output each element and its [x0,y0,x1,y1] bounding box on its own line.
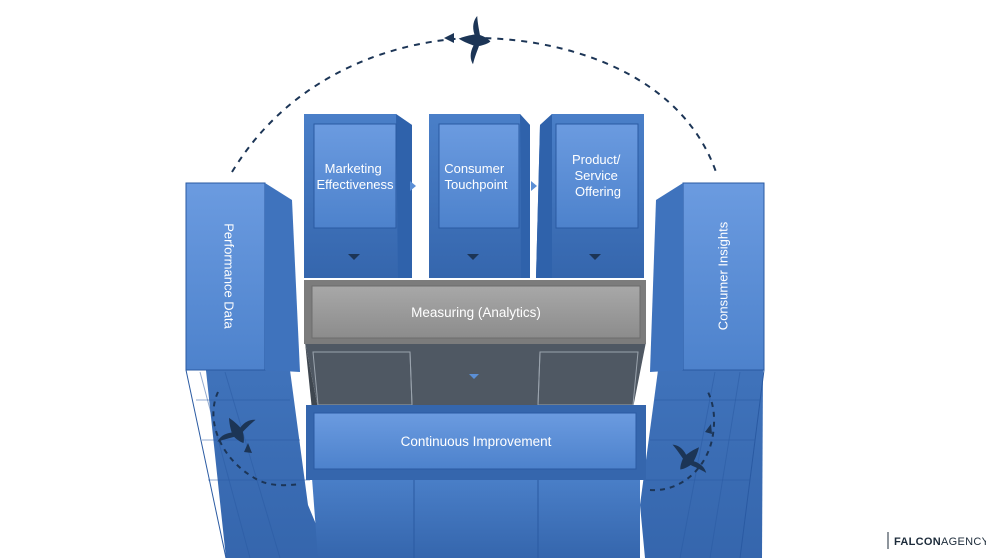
arrow-right-icon [410,181,416,191]
pillar-right [640,182,765,558]
pillar-left [185,182,330,558]
arc-arrowhead-icon [444,33,454,43]
improvement-band [306,405,646,480]
arrow-right-icon [531,181,537,191]
improvement-band-label: Continuous Improvement [401,434,552,449]
analytics-inner-block [305,342,646,410]
pillar-left-label: Performance Data [222,223,237,329]
svg-text:FALCONAGENCY: FALCONAGENCY [894,536,986,548]
base-block [312,478,640,558]
falcon-icon [456,14,493,66]
brand-logo: FALCONAGENCY [887,532,986,549]
brand-name-bold: FALCON [894,536,941,548]
right-dashed-loop [649,391,716,492]
column-consumer-label: Consumer Touchpoint [444,161,508,192]
analytics-band-label: Measuring (Analytics) [411,305,541,320]
arrow-down-icon [469,374,479,379]
brand-name-light: AGENCY [941,536,986,548]
column-marketing [304,114,412,278]
arrow-down-icon [348,254,360,260]
analytics-band [304,280,646,344]
column-consumer [429,114,530,278]
left-arrowhead-icon [244,443,252,453]
column-product-label: Product/ Service Offering [572,152,624,199]
arrow-down-icon [589,254,601,260]
right-arrowhead-icon [705,424,712,434]
arrow-down-icon [467,254,479,260]
left-dashed-loop [212,391,301,487]
pillar-right-label: Consumer Insights [715,221,730,330]
column-product [536,114,644,278]
column-marketing-label: Marketing Effectiveness [316,161,394,192]
